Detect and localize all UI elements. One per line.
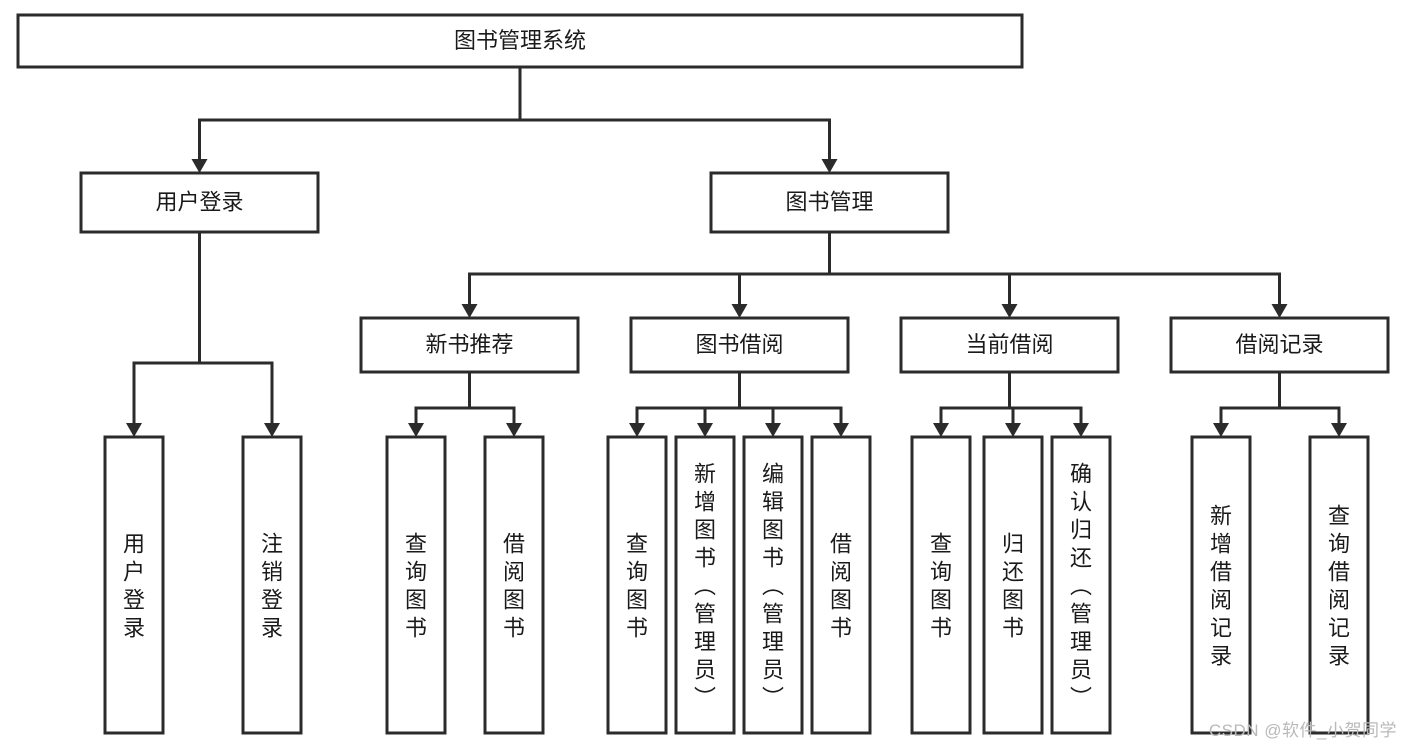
conn-bookborrow-branch-2-head (765, 423, 781, 437)
node-label-new-book-recommend: 新书推荐 (425, 332, 513, 357)
node-box-book-manage (709, 171, 950, 234)
node-box-borrow-record (1169, 316, 1390, 374)
node-label-leaf-borrow-book-brw: 借阅图书 (830, 531, 852, 640)
node-box-user-login (79, 171, 320, 234)
node-label-borrow-record: 借阅记录 (1235, 332, 1323, 357)
node-leaf-query-book-cur[interactable]: 查询图书 (910, 435, 972, 735)
node-label-leaf-add-book-admin: 新增图书︵管理员︶ (694, 461, 716, 710)
node-box-leaf-query-book-rec (385, 435, 447, 735)
node-label-leaf-query-book-brw: 查询图书 (626, 531, 648, 640)
conn-bookmanage-branch-1-head (731, 304, 748, 318)
node-label-leaf-user-login: 用户登录 (123, 531, 145, 640)
node-label-leaf-query-book-rec: 查询图书 (405, 531, 427, 640)
node-leaf-borrow-book-rec[interactable]: 借阅图书 (483, 435, 545, 735)
conn-newbook-branch-0-head (408, 423, 424, 437)
node-leaf-user-login[interactable]: 用户登录 (103, 435, 165, 735)
conn-userlogin-branch-0-head (126, 423, 142, 437)
conn-bookmanage-branch-3-head (1271, 304, 1288, 318)
node-leaf-borrow-book-brw[interactable]: 借阅图书 (810, 435, 872, 735)
node-root[interactable]: 图书管理系统 (16, 13, 1024, 69)
node-label-book-manage: 图书管理 (785, 189, 873, 214)
conn-bookborrow-branch-1-head (697, 423, 713, 437)
connector-lines (126, 65, 1347, 437)
node-borrow-record[interactable]: 借阅记录 (1169, 316, 1390, 374)
node-box-book-borrow (629, 316, 850, 374)
conn-borrowrecord-branch-0-head (1213, 423, 1229, 437)
node-label-leaf-edit-book-admin: 编辑图书︵管理员︶ (762, 461, 784, 710)
node-boxes: 图书管理系统用户登录图书管理新书推荐图书借阅当前借阅借阅记录用户登录注销登录查询… (16, 13, 1390, 735)
node-label-leaf-add-borrow-record: 新增借阅记录 (1210, 503, 1232, 668)
node-book-borrow[interactable]: 图书借阅 (629, 316, 850, 374)
conn-bookborrow-branch-0-head (629, 423, 645, 437)
node-box-leaf-user-login (103, 435, 165, 735)
node-box-leaf-borrow-book-brw (810, 435, 872, 735)
node-current-borrow[interactable]: 当前借阅 (899, 316, 1120, 374)
conn-currentborrow-branch-1-head (1005, 423, 1021, 437)
conn-userlogin-branch-1-head (264, 423, 280, 437)
node-label-leaf-borrow-book-rec: 借阅图书 (503, 531, 525, 640)
node-book-manage[interactable]: 图书管理 (709, 171, 950, 234)
conn-currentborrow-branch-0-head (933, 423, 949, 437)
node-box-leaf-confirm-return (1050, 435, 1112, 735)
node-leaf-query-book-rec[interactable]: 查询图书 (385, 435, 447, 735)
node-box-leaf-query-book-brw (606, 435, 668, 735)
node-box-leaf-logout-login (241, 435, 303, 735)
conn-borrowrecord-branch-1-head (1331, 423, 1347, 437)
node-label-leaf-query-book-cur: 查询图书 (930, 531, 952, 640)
conn-bookmanage-branch-2-head (1001, 304, 1018, 318)
conn-bookborrow-branch-3-head (833, 423, 849, 437)
node-label-leaf-confirm-return: 确认归还︵管理员︶ (1070, 461, 1092, 710)
node-leaf-query-borrow-record[interactable]: 查询借阅记录 (1308, 435, 1370, 735)
node-label-leaf-return-book: 归还图书 (1002, 531, 1024, 640)
node-box-leaf-add-book-admin (674, 435, 736, 735)
node-box-current-borrow (899, 316, 1120, 374)
node-leaf-return-book[interactable]: 归还图书 (982, 435, 1044, 735)
node-leaf-confirm-return[interactable]: 确认归还︵管理员︶ (1050, 435, 1112, 735)
node-label-current-borrow: 当前借阅 (965, 332, 1053, 357)
node-label-book-borrow: 图书借阅 (695, 332, 783, 357)
conn-root-branch-1-head (821, 159, 838, 173)
node-user-login[interactable]: 用户登录 (79, 171, 320, 234)
conn-root-branch-0-head (191, 159, 208, 173)
conn-currentborrow-branch-2-head (1073, 423, 1089, 437)
conn-bookmanage-branch-0-head (461, 304, 478, 318)
node-leaf-add-borrow-record[interactable]: 新增借阅记录 (1190, 435, 1252, 735)
node-box-leaf-add-borrow-record (1190, 435, 1252, 735)
node-box-leaf-borrow-book-rec (483, 435, 545, 735)
node-label-leaf-query-borrow-record: 查询借阅记录 (1328, 503, 1350, 668)
node-box-root (16, 13, 1024, 69)
node-box-leaf-return-book (982, 435, 1044, 735)
node-label-user-login: 用户登录 (155, 189, 243, 214)
csdn-watermark: CSDN @软件_小贺同学 (1208, 721, 1397, 740)
node-leaf-logout-login[interactable]: 注销登录 (241, 435, 303, 735)
conn-newbook-branch-1-head (506, 423, 522, 437)
node-box-leaf-query-book-cur (910, 435, 972, 735)
node-box-new-book-recommend (359, 316, 580, 374)
node-box-leaf-query-borrow-record (1308, 435, 1370, 735)
node-new-book-recommend[interactable]: 新书推荐 (359, 316, 580, 374)
node-leaf-query-book-brw[interactable]: 查询图书 (606, 435, 668, 735)
node-label-root: 图书管理系统 (454, 28, 586, 53)
node-leaf-add-book-admin[interactable]: 新增图书︵管理员︶ (674, 435, 736, 735)
node-box-leaf-edit-book-admin (742, 435, 804, 735)
node-leaf-edit-book-admin[interactable]: 编辑图书︵管理员︶ (742, 435, 804, 735)
node-label-leaf-logout-login: 注销登录 (261, 531, 283, 640)
